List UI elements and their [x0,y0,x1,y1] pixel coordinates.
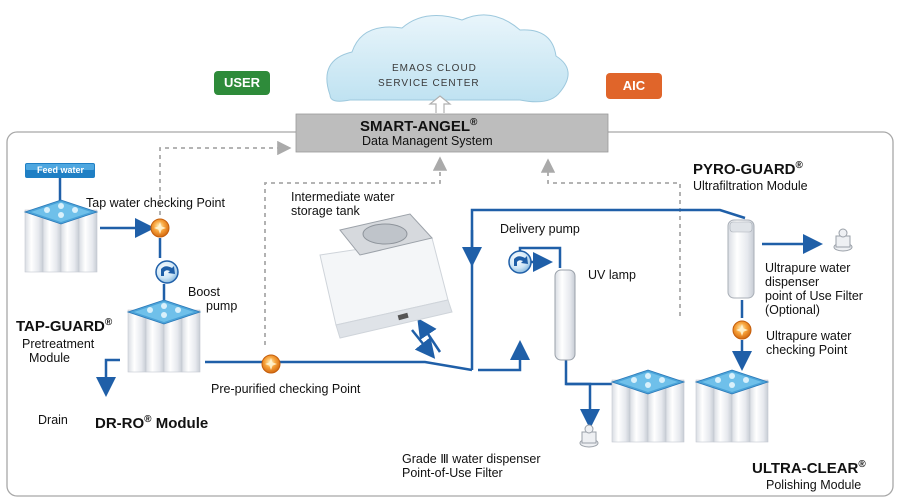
drain-label: Drain [38,413,68,427]
pre-purified-label: Pre-purified checking Point [211,382,361,396]
ultrapure-dispenser-icon [833,228,853,252]
feed-water-label: Feed water [37,165,85,175]
ultra-clear-module-b [695,369,769,443]
ultrapure-dispenser-label-2: dispenser [765,275,820,289]
storage-tank-label-1: Intermediate water [291,190,395,204]
ultrapure-dispenser-label-4: (Optional) [765,303,820,317]
cloud-shape [326,14,569,103]
ultra-clear-reg: ® [858,459,866,470]
ultrapure-check-label-1: Ultrapure water [766,329,852,343]
tap-guard-title: TAP-GUARD® [16,316,112,334]
dr-ro-suffix: Module [151,415,209,432]
aic-badge[interactable]: AIC [606,73,662,99]
tap-guard-name: TAP-GUARD [16,318,105,335]
cloud-title-line1: EMAOS CLOUD [392,63,477,74]
tap-check-label: Tap water checking Point [86,196,225,210]
ultrapure-checkpoint-icon [732,320,752,340]
pyro-guard-reg: ® [795,160,803,171]
dr-ro-name: DR-RO [95,415,145,432]
smart-angel-reg: ® [470,117,478,128]
boost-pump-icon [155,260,179,284]
boost-pump-label-1: Boost [188,285,220,299]
smart-angel-box [295,113,609,153]
tap-water-checkpoint-icon [150,218,170,238]
pyro-guard-name: PYRO-GUARD [693,161,796,178]
smart-angel-title: SMART-ANGEL® [360,116,477,134]
smart-angel-subtitle: Data Managent System [362,134,493,148]
uv-lamp-label: UV lamp [588,268,636,282]
storage-tank-label-2: storage tank [291,204,360,218]
tap-guard-module [24,199,98,273]
smart-angel-name: SMART-ANGEL [360,118,470,135]
dr-ro-module [127,299,201,373]
pre-purified-checkpoint-icon [261,354,281,374]
ultrapure-dispenser-label-1: Ultrapure water [765,261,851,275]
ultra-clear-module-a [611,369,685,443]
ultrapure-check-label-2: checking Point [766,343,848,357]
grade3-dispenser-icon [579,424,599,448]
pyro-guard-shape [727,219,755,299]
delivery-pump-icon [508,250,532,274]
dr-ro-title: DR-RO® Module [95,413,208,431]
grade3-label-2: Point-of-Use Filter [402,466,503,480]
ultrapure-dispenser-label-3: point of Use Filter [765,289,863,303]
dr-ro-reg: ® [144,414,152,425]
ultra-clear-title: ULTRA-CLEAR® [752,458,866,476]
tap-guard-desc-1: Pretreatment [22,337,95,351]
pyro-guard-desc: Ultrafiltration Module [693,179,808,193]
user-badge[interactable]: USER [214,71,270,95]
pyro-guard-title: PYRO-GUARD® [693,159,803,177]
storage-tank-shape [319,213,453,339]
tap-guard-desc-2: Module [29,351,70,365]
ultra-clear-desc: Polishing Module [766,478,862,492]
ultra-clear-name: ULTRA-CLEAR [752,460,859,477]
tap-guard-reg: ® [104,317,113,328]
cloud-title-line2: SERVICE CENTER [378,78,480,89]
delivery-pump-label: Delivery pump [500,222,580,236]
boost-pump-label-2: pump [206,299,238,313]
uv-lamp-shape [554,269,576,361]
grade3-label-1: Grade Ⅲ water dispenser [402,452,541,466]
